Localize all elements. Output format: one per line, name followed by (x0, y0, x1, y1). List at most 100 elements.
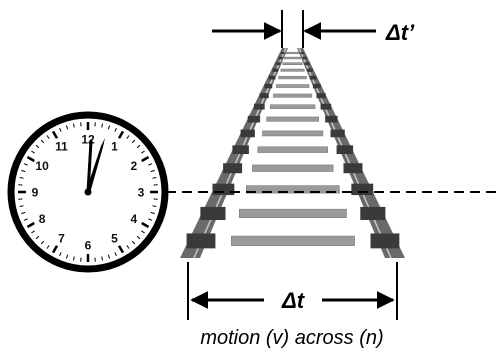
tie-plate (272, 68, 279, 72)
clock-minute-tick (148, 163, 153, 166)
delta-t-indicator: Δt (187, 262, 398, 320)
tie-plate (360, 206, 386, 220)
clock-minute-hand (86, 138, 105, 193)
caption-text: motion (v) across (n) (200, 327, 383, 349)
tie-plate (254, 103, 265, 110)
clock-minute-tick (31, 150, 35, 154)
clock-hour-tick (26, 155, 35, 163)
sleeper (273, 93, 313, 98)
clock-minute-tick (114, 127, 117, 132)
clock-number: 2 (131, 159, 138, 173)
clock-hour-tick (141, 155, 150, 163)
clock-minute-tick (40, 139, 45, 144)
delta-t-label: Δt (281, 288, 306, 313)
clock-number: 11 (55, 140, 68, 154)
tie-plate (259, 93, 269, 99)
clock-hour-tick (141, 221, 150, 229)
tie-plate (325, 115, 338, 123)
tie-plate (232, 145, 249, 155)
clock-minute-tick (23, 163, 28, 166)
tie-plate (330, 129, 345, 138)
clock-minute-tick (19, 205, 24, 208)
clock-minute-tick (152, 205, 157, 208)
sleeper (231, 235, 355, 247)
tie-plate (280, 51, 285, 55)
clock-minute-tick (101, 256, 104, 261)
clock-number: 7 (58, 231, 65, 245)
clock-minute-tick (150, 211, 155, 215)
clock-minute-tick (35, 144, 40, 149)
tie-plate (304, 62, 310, 66)
sleeper (280, 68, 305, 72)
clock-center-pin (84, 188, 92, 196)
tie-plate (264, 83, 273, 89)
clock-minute-tick (65, 254, 69, 259)
tie-plate (268, 75, 276, 80)
clock-minute-tick (107, 125, 111, 130)
clock-minute-tick (40, 240, 45, 245)
clock-minute-tick (126, 245, 130, 249)
tie-plate (312, 83, 321, 89)
track-sleepers (231, 51, 355, 247)
tie-plate (200, 206, 226, 220)
clock-number: 10 (35, 159, 49, 173)
tie-plate (336, 145, 354, 155)
clock-minute-tick (72, 123, 75, 128)
sleeper (269, 104, 316, 109)
tie-plate (275, 62, 281, 66)
tie-plate (302, 56, 307, 60)
clock-hour-tick (26, 221, 35, 229)
clock-minute-tick (131, 240, 136, 245)
sleeper (285, 51, 300, 55)
tie-plate (307, 68, 313, 72)
tie-plate (343, 163, 363, 174)
clock-minute-tick (21, 211, 26, 215)
tie-plate (309, 75, 317, 80)
clock-minute-tick (59, 127, 62, 132)
tie-plate (278, 56, 283, 60)
tie-plate (316, 93, 326, 99)
clock-number: 1 (111, 140, 118, 154)
clock-minute-tick (31, 230, 35, 234)
clock-minute-tick (72, 256, 75, 261)
clock-minute-tick (101, 123, 104, 128)
sleeper (239, 208, 347, 218)
clock-minute-tick (23, 218, 28, 221)
clock-minute-tick (21, 169, 26, 173)
track-tie-plates (186, 51, 400, 249)
clock-minute-tick (136, 144, 141, 149)
clock-number: 6 (85, 239, 92, 253)
railroad-track (180, 47, 405, 259)
clock-minute-tick (150, 169, 155, 173)
tie-plate (223, 163, 243, 174)
sleeper (252, 164, 334, 172)
clock-minute-tick (19, 176, 24, 179)
tie-plate (247, 115, 261, 123)
clock-number: 8 (39, 212, 46, 226)
clock-minute-tick (141, 230, 145, 234)
sleeper (282, 62, 303, 65)
sleeper (275, 84, 310, 88)
tie-plate (370, 233, 400, 249)
clock-minute-tick (141, 150, 145, 154)
sleeper (262, 130, 324, 137)
clock-minute-tick (152, 176, 157, 179)
clock-minute-tick (148, 218, 153, 221)
clock-minute-tick (65, 125, 69, 130)
clock-minute-tick (46, 135, 50, 139)
clock-hour-tick (117, 245, 125, 254)
delta-t-prime-label: Δt’ (385, 20, 415, 45)
clock-minute-tick (114, 252, 117, 257)
clock-minute-tick (107, 254, 111, 259)
clock-ticks (18, 122, 158, 262)
clock-minute-tick (46, 245, 50, 249)
sleeper (257, 146, 328, 153)
sleeper (278, 76, 307, 80)
tie-plate (320, 103, 332, 110)
clock-minute-tick (131, 139, 136, 144)
sleeper (284, 56, 301, 60)
clock-hour-tick (117, 130, 125, 139)
